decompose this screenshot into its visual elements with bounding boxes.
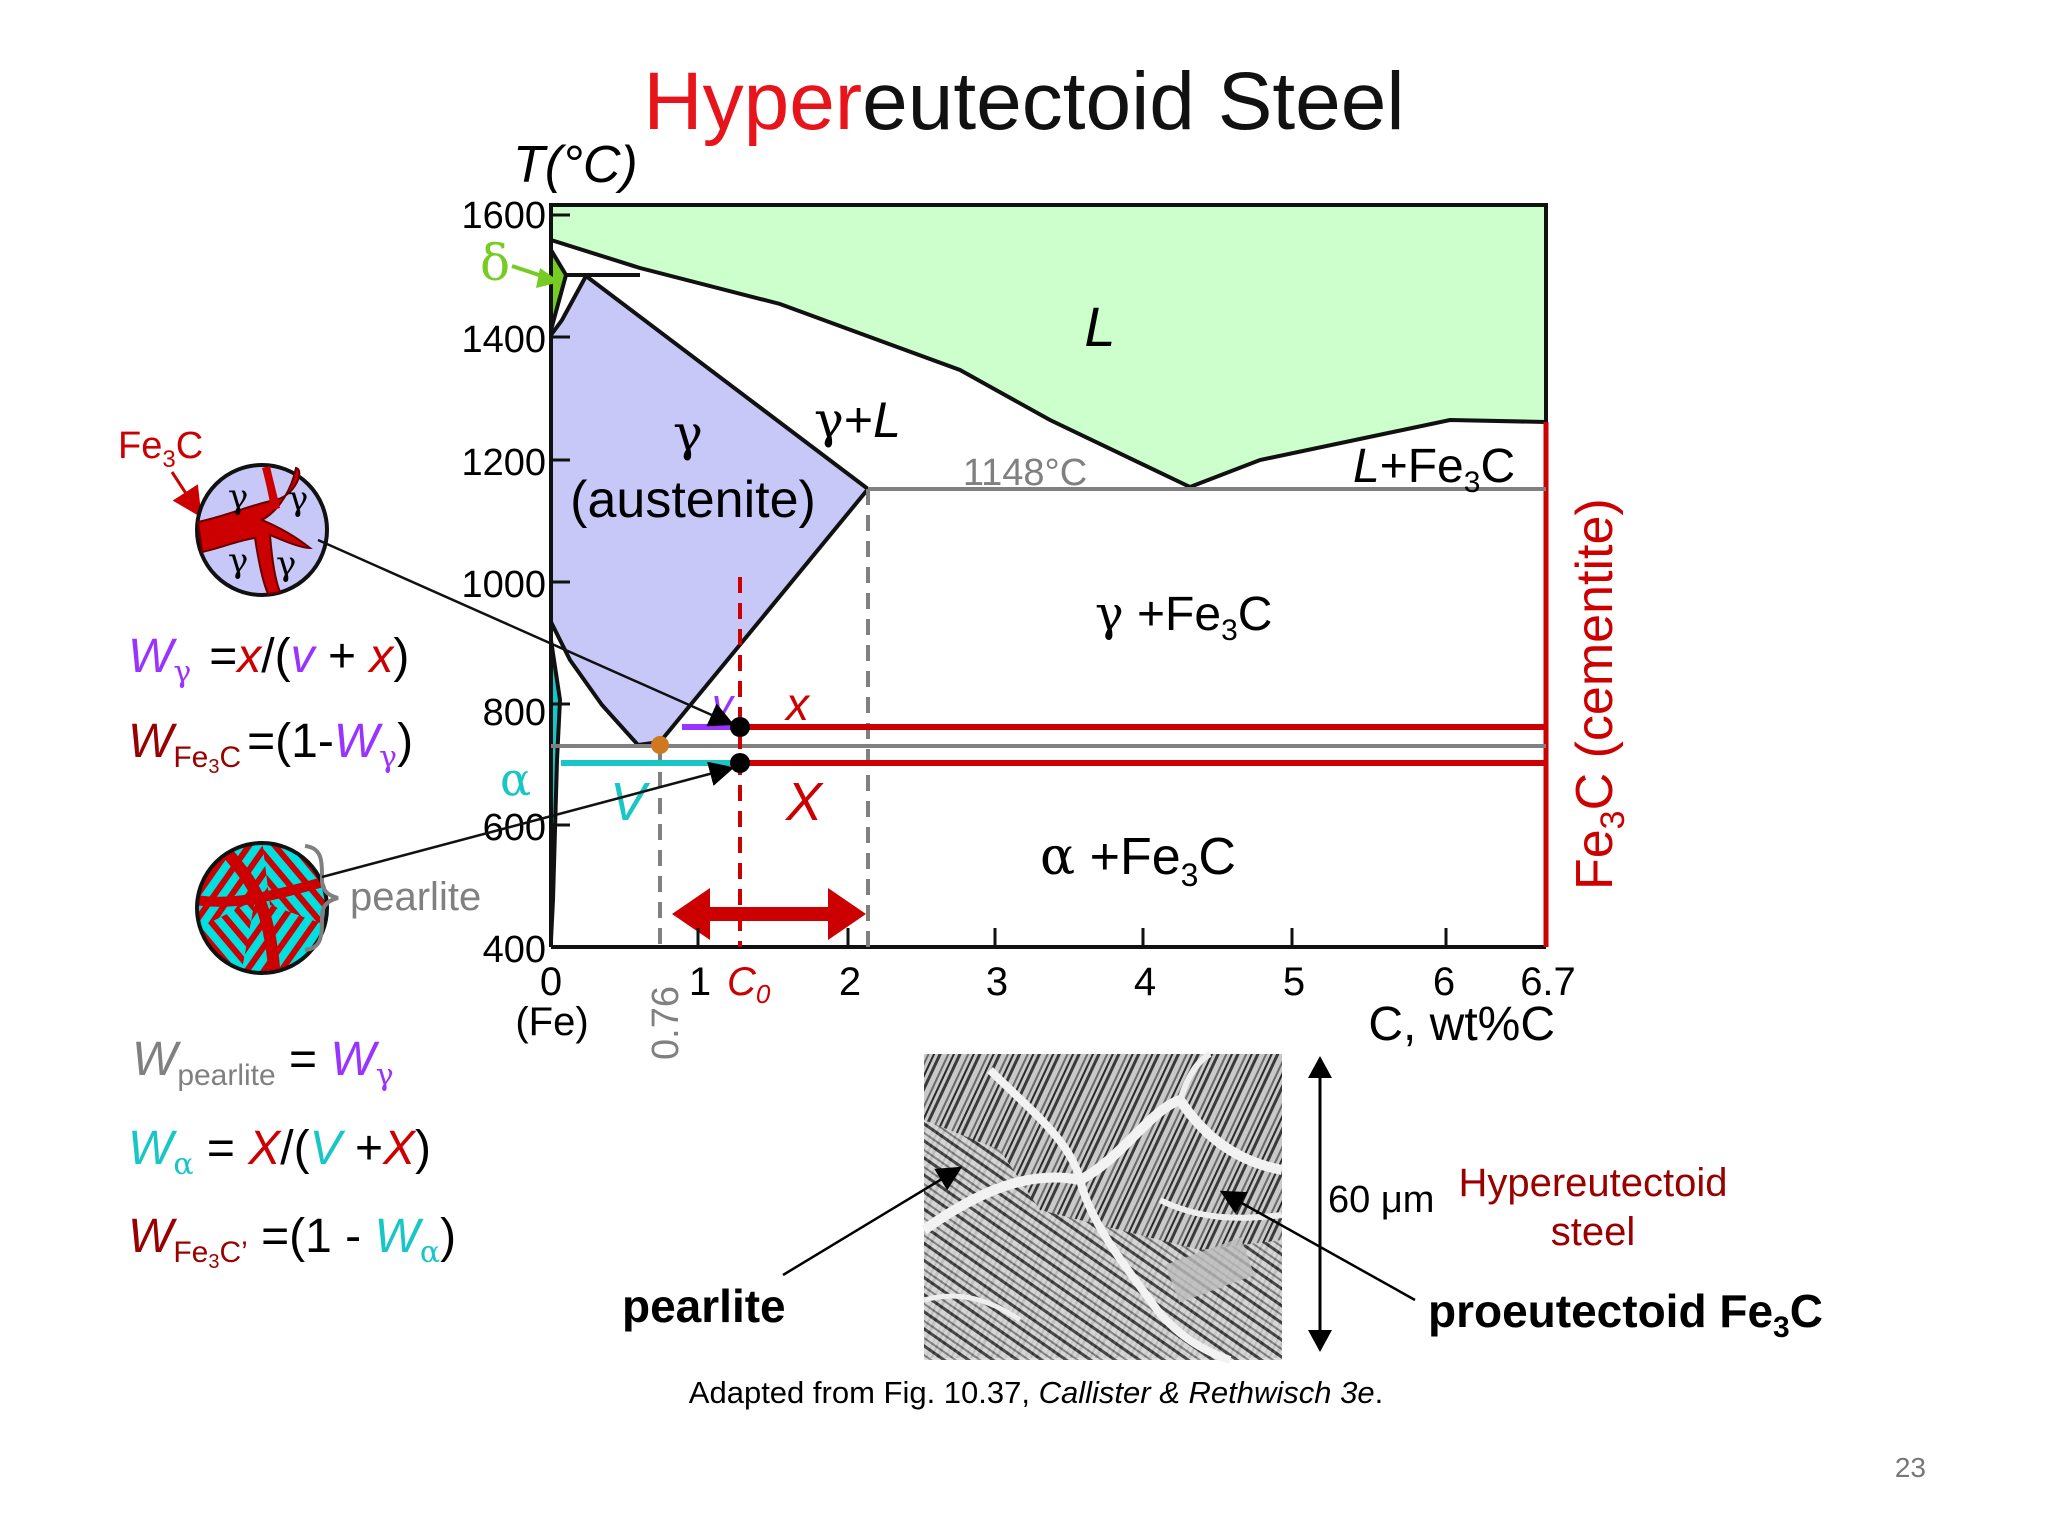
title-rest: eutectoid Steel xyxy=(862,56,1405,147)
gamma-fe3c-label: γ +Fe3C xyxy=(1095,586,1272,647)
cementite-label: Fe3C (cementite) xyxy=(1566,498,1632,890)
alpha-fe3c-label: α +Fe3C xyxy=(1040,827,1236,893)
micro-pearlite-label: pearlite xyxy=(622,1280,786,1332)
y-tick-label: 400 xyxy=(483,929,546,971)
scale-bar xyxy=(1308,1056,1332,1352)
x-fe-label: (Fe) xyxy=(515,1000,588,1044)
y-tick-label: 1200 xyxy=(461,442,546,484)
equation-w-fe3c-prime: WFe3C’ =(1 - Wα) xyxy=(128,1210,456,1273)
eutectoid-composition-label: 0.76 xyxy=(645,986,687,1060)
y-tick-label: 1000 xyxy=(461,564,546,606)
y-tick-labels: 400 600 800 1000 1200 1400 1600 xyxy=(461,195,546,971)
gamma-liquid-label: γ+L xyxy=(814,391,901,449)
x-axis-label: C, wt%C xyxy=(1368,998,1555,1051)
micro-gamma: γ xyxy=(276,544,296,584)
x-tick-labels: 0 1 2 3 4 5 6 6.7 (Fe) xyxy=(515,960,1575,1044)
x-axis-ticks xyxy=(696,928,1448,947)
micro-gamma: γ xyxy=(228,541,248,581)
y-tick-label: 1600 xyxy=(461,195,546,237)
micro-fe3c-arrow xyxy=(170,471,202,518)
x-tick-label: 3 xyxy=(986,960,1008,1004)
c0-upper-point xyxy=(730,717,750,737)
x-tick-label: 6 xyxy=(1433,960,1455,1004)
slide-title: Hypereutectoid Steel xyxy=(0,52,2048,152)
y-axis-label: T(°C) xyxy=(513,136,638,194)
equation-w-alpha: Wα = X/(V +X) xyxy=(128,1122,431,1182)
pearlite-side-label: pearlite xyxy=(350,875,481,919)
austenite-pointer-line xyxy=(317,538,735,727)
austenite-name-label: (austenite) xyxy=(570,471,816,529)
equation-w-pearlite: Wpearlite = Wγ xyxy=(132,1033,394,1093)
micro-pearlite-pointer xyxy=(782,1166,963,1277)
x-tick-label: 1 xyxy=(689,960,711,1004)
micro-gamma: γ xyxy=(228,477,248,517)
proeutectoid-label: proeutectoid Fe3C xyxy=(1428,1285,1823,1344)
l-fe3c-label: L+Fe3C xyxy=(1353,440,1515,499)
micrograph-caption-line1: Hypereutectoid xyxy=(1458,1161,1727,1205)
micrograph-caption-line2: steel xyxy=(1551,1210,1636,1254)
x-tick-label: 4 xyxy=(1134,960,1156,1004)
liquid-region xyxy=(551,205,1546,487)
proeutectoid-pointer xyxy=(1219,1190,1416,1302)
diagram-frame xyxy=(549,203,1548,947)
citation: Adapted from Fig. 10.37, Callister & Ret… xyxy=(689,1375,1383,1410)
lever-X-label: X xyxy=(784,772,824,832)
equation-w-gamma: Wγ=x/(v + x) xyxy=(128,630,409,690)
y-axis-ticks xyxy=(551,213,570,949)
x-tick-label: 5 xyxy=(1283,960,1305,1004)
austenite-region xyxy=(551,276,868,745)
alpha-label: α xyxy=(500,752,531,806)
phase-boundaries xyxy=(549,238,1547,941)
scale-label: 60 μm xyxy=(1328,1179,1434,1221)
austenite-gamma-label: γ xyxy=(673,404,703,462)
austenite-microstructure-icon: γ γ γ γ xyxy=(195,463,329,597)
c0-label: C0 xyxy=(727,960,771,1009)
x-tick-label: 2 xyxy=(839,960,861,1004)
composition-range-arrow xyxy=(672,888,866,940)
pearlite-pointer-line xyxy=(321,761,735,879)
lever-V-label: V xyxy=(610,772,651,832)
page-number: 23 xyxy=(1894,1452,1926,1483)
equation-w-fe3c: WFe3C=(1-Wγ) xyxy=(128,715,413,778)
pearlite-brace xyxy=(304,844,339,952)
y-tick-label: 800 xyxy=(483,692,546,734)
x-tick-label: 6.7 xyxy=(1520,960,1576,1004)
delta-label: δ xyxy=(480,234,510,292)
x-tick-label: 0 xyxy=(540,960,562,1004)
eutectoid-point xyxy=(651,736,669,754)
y-tick-label: 600 xyxy=(483,807,546,849)
pearlite-microstructure-icon xyxy=(195,841,329,975)
micro-fe3c-label: Fe3C xyxy=(118,425,203,473)
c0-lower-point xyxy=(730,753,750,773)
lever-x-label: x xyxy=(784,678,811,730)
y-tick-label: 1400 xyxy=(461,319,546,361)
title-highlight: Hyper xyxy=(643,56,863,147)
micrograph-image xyxy=(921,1051,1283,1364)
micro-gamma: γ xyxy=(288,479,308,519)
liquid-label: L xyxy=(1084,295,1115,358)
delta-arrow xyxy=(511,264,560,288)
eutectic-temp-label: 1148°C xyxy=(963,452,1087,494)
